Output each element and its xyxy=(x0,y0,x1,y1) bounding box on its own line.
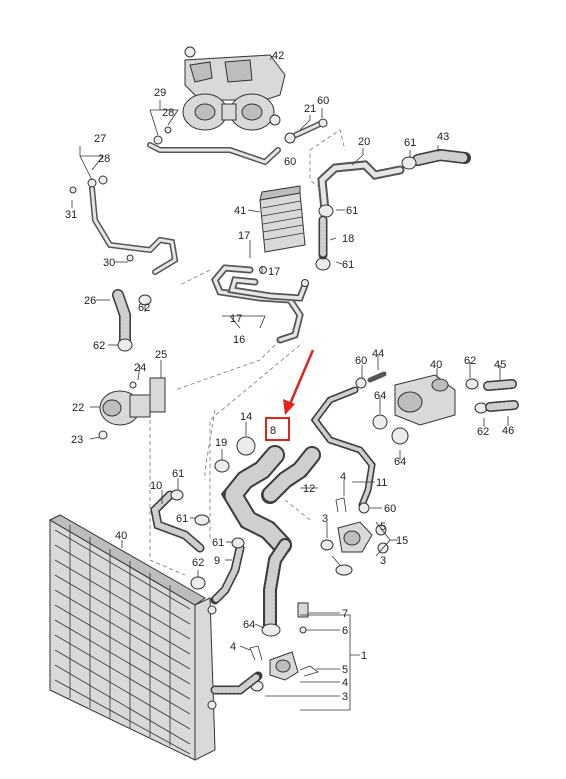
callout-46: 46 xyxy=(502,425,514,437)
callout-41: 41 xyxy=(234,205,246,217)
callout-14: 14 xyxy=(240,411,252,423)
oil-cooler xyxy=(259,185,306,253)
callout-27: 27 xyxy=(94,133,106,145)
callout-60: 60 xyxy=(384,503,396,515)
highlight-marker xyxy=(265,349,315,441)
callout-44: 44 xyxy=(372,348,384,360)
coolant-flange xyxy=(320,497,389,576)
callout-18: 18 xyxy=(342,233,354,245)
turbocharger xyxy=(182,46,286,131)
callout-28: 28 xyxy=(162,107,174,119)
temperature-sender xyxy=(297,602,309,634)
callout-8: 8 xyxy=(270,425,276,437)
callout-62: 62 xyxy=(192,557,204,569)
callout-29: 29 xyxy=(154,87,166,99)
oil-lines xyxy=(210,264,309,344)
clamp-parts xyxy=(214,436,256,473)
lower-coolant-flange xyxy=(249,645,319,692)
callout-42: 42 xyxy=(272,50,284,62)
callout-3: 3 xyxy=(380,555,386,567)
callout-5: 5 xyxy=(380,521,386,533)
callout-4: 4 xyxy=(230,641,236,653)
callout-64: 64 xyxy=(394,456,406,468)
callout-5: 5 xyxy=(342,664,348,676)
lower-coolant-hose xyxy=(261,538,292,637)
callout-4: 4 xyxy=(342,677,348,689)
callout-40: 40 xyxy=(115,530,127,542)
callout-62: 62 xyxy=(93,340,105,352)
callout-25: 25 xyxy=(155,349,167,361)
assembly-dashed-lines xyxy=(149,129,346,576)
callout-28: 28 xyxy=(98,153,110,165)
callout-12: 12 xyxy=(303,483,315,495)
thermostat-housing xyxy=(372,374,519,445)
callout-43: 43 xyxy=(437,131,449,143)
callout-64: 64 xyxy=(243,619,255,631)
callout-64: 64 xyxy=(374,390,386,402)
callout-17: 17 xyxy=(238,230,250,242)
callout-3: 3 xyxy=(322,513,328,525)
callout-60: 60 xyxy=(355,355,367,367)
auxiliary-coolant-pump xyxy=(98,377,166,440)
callout-21: 21 xyxy=(304,103,316,115)
callout-62: 62 xyxy=(477,426,489,438)
hose-upper-right xyxy=(412,148,471,166)
callout-4: 4 xyxy=(340,471,346,483)
callout-61: 61 xyxy=(346,205,358,217)
callout-31: 31 xyxy=(65,209,77,221)
callout-15: 15 xyxy=(396,535,408,547)
callout-61: 61 xyxy=(212,537,224,549)
callout-61: 61 xyxy=(342,259,354,271)
callout-45: 45 xyxy=(494,359,506,371)
callout-23: 23 xyxy=(71,434,83,446)
callout-16: 16 xyxy=(233,334,245,346)
callout-61: 61 xyxy=(172,468,184,480)
callout-9: 9 xyxy=(214,555,220,567)
leader-lines xyxy=(71,55,509,711)
callout-62: 62 xyxy=(138,302,150,314)
callout-61: 61 xyxy=(176,513,188,525)
callout-60: 60 xyxy=(317,95,329,107)
callout-61: 61 xyxy=(404,137,416,149)
callout-30: 30 xyxy=(103,257,115,269)
callout-17: 17 xyxy=(230,313,242,325)
callout-1: 1 xyxy=(361,650,367,662)
callout-62: 62 xyxy=(464,355,476,367)
callout-6: 6 xyxy=(342,625,348,637)
callout-20: 20 xyxy=(358,136,370,148)
callout-17: 17 xyxy=(268,266,280,278)
callout-40: 40 xyxy=(430,359,442,371)
radiator xyxy=(48,514,263,761)
hose-clamp xyxy=(315,156,417,271)
callout-60: 60 xyxy=(284,156,296,168)
turbo-coolant-pipe xyxy=(69,126,281,275)
hollow-bolt xyxy=(284,118,328,144)
callout-24: 24 xyxy=(134,362,146,374)
callout-19: 19 xyxy=(215,437,227,449)
callout-10: 10 xyxy=(150,480,162,492)
callout-11: 11 xyxy=(376,477,387,489)
hose-left-lower xyxy=(150,489,245,605)
callout-26: 26 xyxy=(84,295,96,307)
callout-7: 7 xyxy=(342,608,348,620)
main-coolant-hose xyxy=(220,445,321,555)
callout-3: 3 xyxy=(342,691,348,703)
callout-22: 22 xyxy=(72,402,84,414)
coolant-pipe-upper xyxy=(317,160,405,215)
coolant-return-hose xyxy=(310,371,387,514)
callout-labels: 42 29 28 21 60 60 27 28 31 20 61 43 41 6… xyxy=(65,50,514,703)
